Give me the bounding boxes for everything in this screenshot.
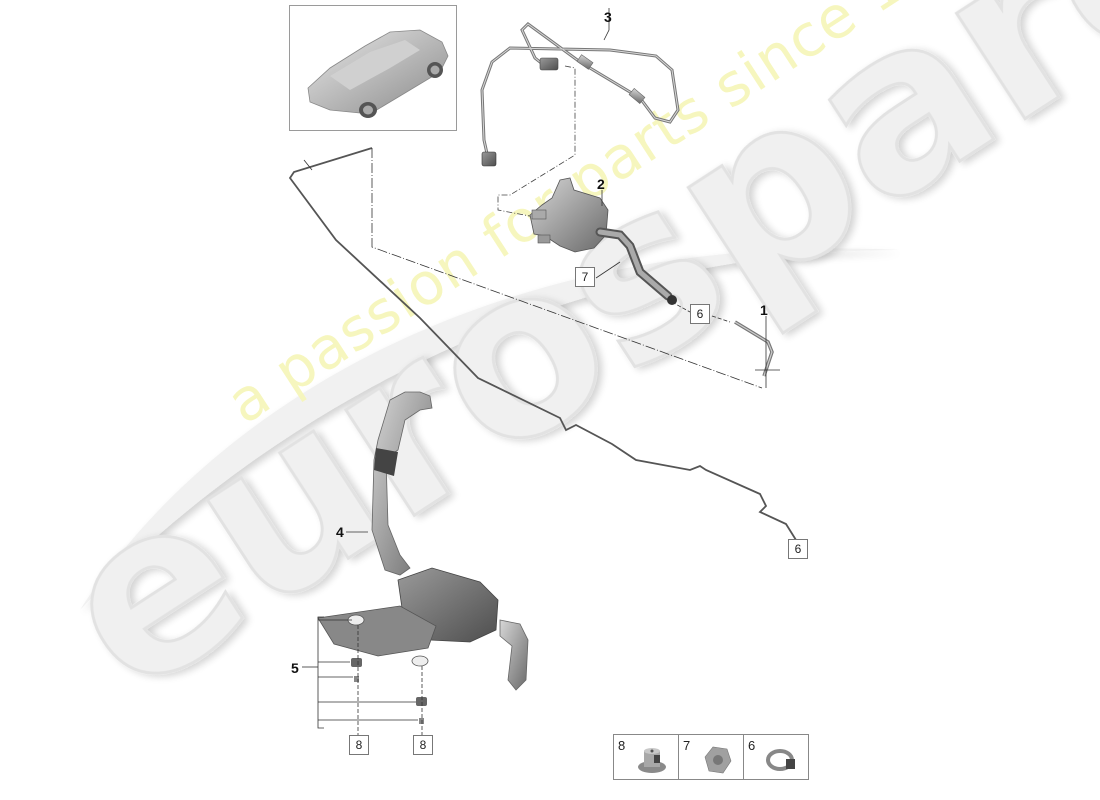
part-4-canister [317, 391, 529, 724]
ref-box-6-upper[interactable]: 6 [690, 304, 710, 324]
hex-nut-icon [704, 746, 732, 774]
legend-label: 8 [618, 738, 626, 753]
ref-box-7[interactable]: 7 [575, 267, 595, 287]
legend-item-7[interactable]: 7 [679, 735, 744, 779]
callout-4[interactable]: 4 [336, 524, 344, 540]
ref-box-8-right[interactable]: 8 [413, 735, 433, 755]
fastener-legend: 8 7 6 [613, 734, 809, 780]
legend-item-8[interactable]: 8 [614, 735, 679, 779]
legend-label: 6 [748, 738, 756, 753]
car-icon [307, 29, 449, 118]
bracket-5 [302, 616, 423, 735]
part-2-valve [529, 177, 677, 305]
vehicle-overview-thumbnail [289, 5, 457, 131]
part-3-vent-line [480, 22, 680, 167]
legend-item-6[interactable]: 6 [744, 735, 808, 779]
ref-box-6-lower[interactable]: 6 [788, 539, 808, 559]
callout-2[interactable]: 2 [597, 176, 605, 192]
ref-box-8-left[interactable]: 8 [349, 735, 369, 755]
callout-1[interactable]: 1 [760, 302, 768, 318]
flanged-nut-icon [638, 748, 666, 773]
legend-label: 7 [683, 738, 691, 753]
callout-5[interactable]: 5 [291, 660, 299, 676]
callout-3[interactable]: 3 [604, 9, 612, 25]
hose-clamp-icon [766, 749, 795, 771]
part-1-fuel-line [288, 147, 797, 541]
